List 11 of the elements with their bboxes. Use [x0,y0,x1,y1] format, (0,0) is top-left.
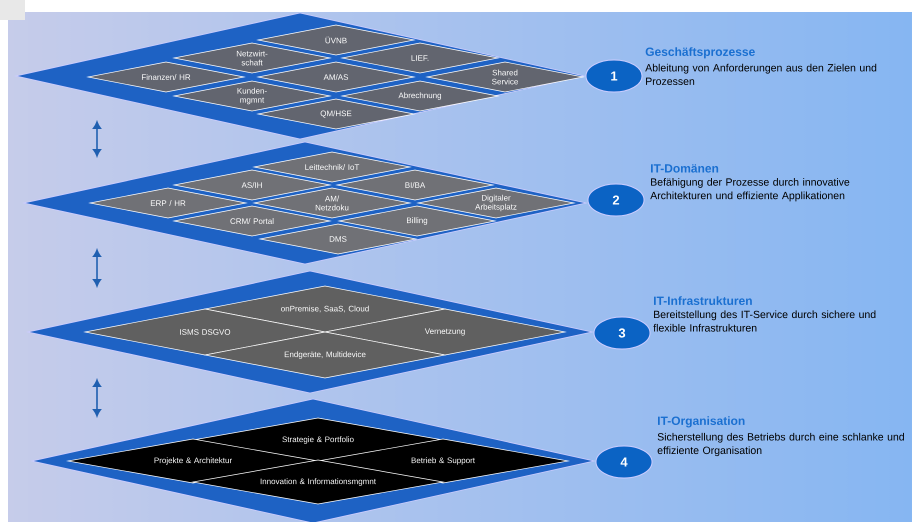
section-heading: IT-Infrastrukturen [654,296,752,305]
section-description: Bereitstellung des IT-Service durch sichere und flexible Infrastrukturen [653,310,876,332]
section-description: Sicherstellung des Betriebs durch eine schlanke und effiziente Organisation [658,432,904,456]
double-arrow [92,121,102,156]
section-heading: IT-Domänen [651,164,718,173]
double-arrow [92,250,102,286]
double-arrow [92,380,102,416]
section-heading: Geschäftsprozesse [646,47,755,58]
section-description: Befähigung der Prozesse durch innovative Architekturen und effiziente Applikationen [650,178,850,202]
section-description: Ableitung von Anforderungen aus den Zielen und Prozessen [645,64,876,85]
section-heading: IT-Organisation [658,416,744,428]
